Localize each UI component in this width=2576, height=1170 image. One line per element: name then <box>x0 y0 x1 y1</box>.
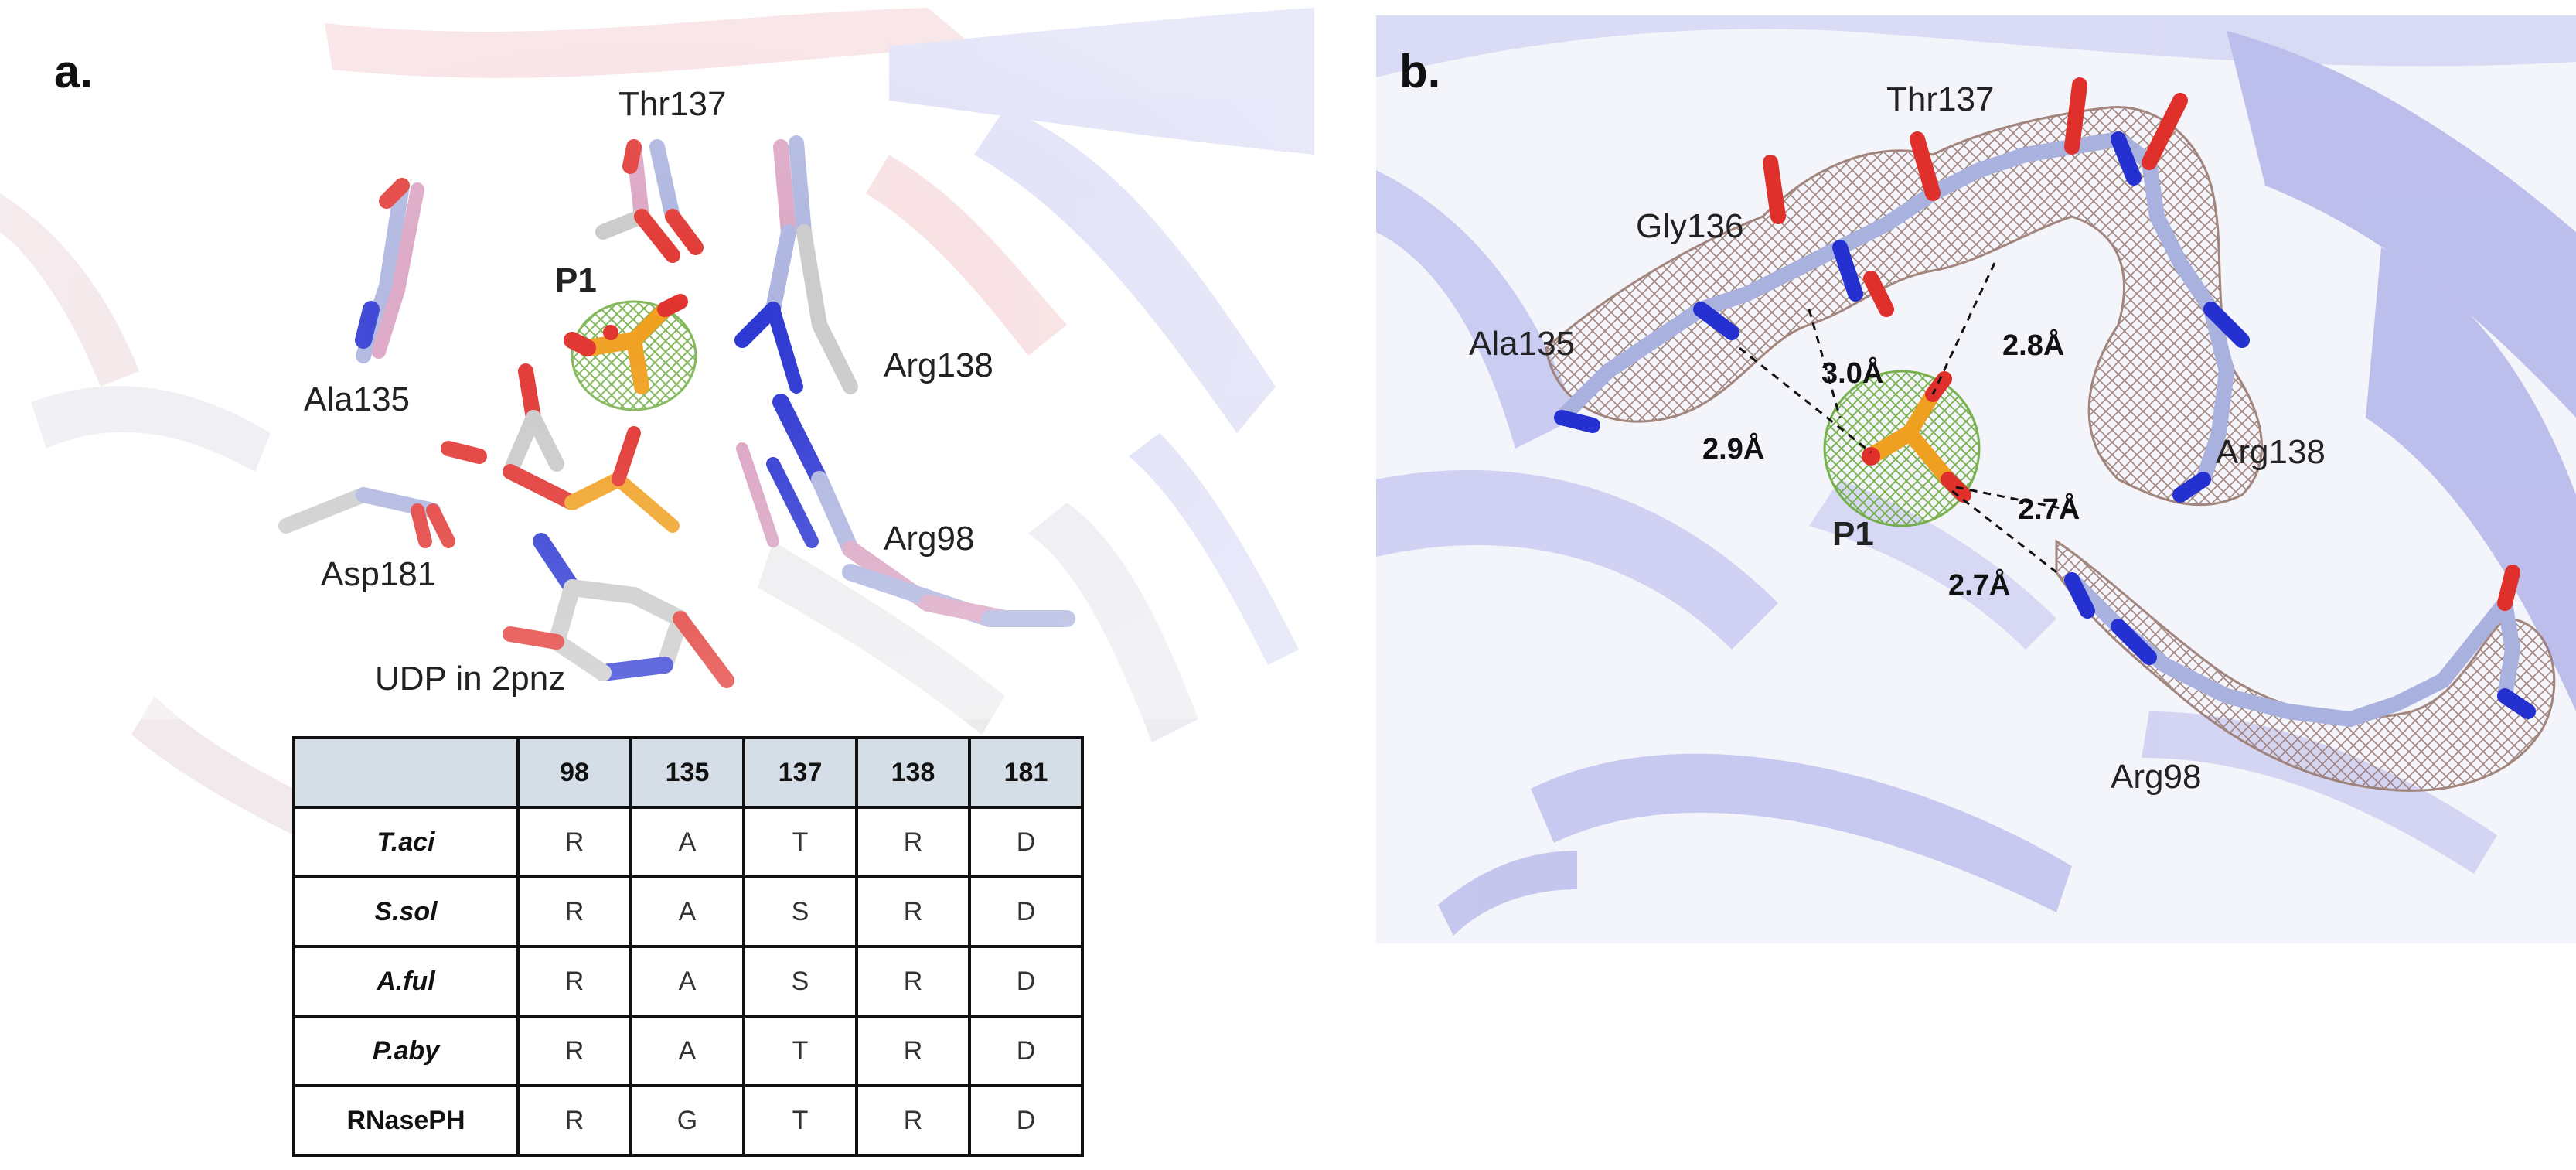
table-cell: R <box>855 1084 971 1157</box>
label-gly136-b: Gly136 <box>1636 207 1744 245</box>
table-row: RNasePH R G T R D <box>292 1084 1084 1157</box>
distance-label: 2.7Å <box>1948 569 2011 602</box>
table-cell: A <box>629 945 745 1018</box>
organism-cell: T.aci <box>292 806 520 878</box>
arg98-sticks-b <box>2064 565 2536 728</box>
table-cell: R <box>516 875 632 948</box>
label-ala135-a: Ala135 <box>304 380 411 418</box>
label-udp-a: UDP in 2pnz <box>375 660 566 698</box>
panel-b: b. Thr137 Gly136 Ala135 Arg138 P1 Arg98 … <box>1376 15 2576 943</box>
table-cell: S <box>742 875 858 948</box>
organism-cell: RNasePH <box>292 1084 520 1157</box>
table-row: S.sol R A S R D <box>292 875 1084 948</box>
distance-label: 3.0Å <box>1821 357 1884 390</box>
table-cell: D <box>968 1015 1084 1087</box>
table-row: P.aby R A T R D <box>292 1015 1084 1087</box>
distance-label: 2.8Å <box>2002 329 2065 362</box>
label-thr137-b: Thr137 <box>1886 80 1995 118</box>
panel-b-structure-render <box>1376 15 2576 943</box>
table-row: A.ful R A S R D <box>292 945 1084 1018</box>
table-cell: R <box>516 806 632 878</box>
table-header-cell: 181 <box>968 736 1084 809</box>
table-cell: D <box>968 875 1084 948</box>
panel-a-structure-render <box>0 0 1314 835</box>
label-arg98-b: Arg98 <box>2111 758 2202 796</box>
table-header-cell: 137 <box>742 736 858 809</box>
panel-a: a. Thr137 P1 Arg138 Ala135 Arg98 Asp181 … <box>0 0 1314 1157</box>
distance-label: 2.7Å <box>2018 493 2080 526</box>
label-arg138-b: Arg138 <box>2216 433 2326 471</box>
organism-cell: S.sol <box>292 875 520 948</box>
label-arg98-a: Arg98 <box>884 520 975 558</box>
label-p1-b: P1 <box>1832 515 1874 553</box>
table-cell: A <box>629 1015 745 1087</box>
table-header-row: 98 135 137 138 181 <box>292 736 1084 809</box>
table-cell: R <box>855 806 971 878</box>
residue-conservation-table: 98 135 137 138 181 T.aci R A T R D S.sol… <box>292 736 1084 1157</box>
table-cell: R <box>516 1015 632 1087</box>
table-cell: D <box>968 806 1084 878</box>
table-header-cell <box>292 736 520 809</box>
p1-phosphate-density-b <box>1823 370 1981 527</box>
table-header-cell: 138 <box>855 736 971 809</box>
table-cell: T <box>742 806 858 878</box>
table-cell: R <box>516 1084 632 1157</box>
label-ala135-b: Ala135 <box>1469 325 1576 363</box>
organism-cell: P.aby <box>292 1015 520 1087</box>
label-p1-a: P1 <box>555 261 597 299</box>
hbond-dashes <box>1739 262 2073 574</box>
table-cell: D <box>968 1084 1084 1157</box>
table-cell: R <box>855 875 971 948</box>
cartoon-ribbons-b <box>1376 15 2576 936</box>
table-header-cell: 98 <box>516 736 632 809</box>
table-cell: R <box>516 945 632 1018</box>
table-cell: A <box>629 875 745 948</box>
panel-a-letter: a. <box>54 46 94 97</box>
label-thr137-a: Thr137 <box>618 85 727 123</box>
backbone-sticks-b <box>1554 77 2250 503</box>
table-cell: S <box>742 945 858 1018</box>
table-row: T.aci R A T R D <box>292 806 1084 878</box>
table-cell: T <box>742 1015 858 1087</box>
table-cell: A <box>629 806 745 878</box>
distance-label: 2.9Å <box>1702 433 1765 466</box>
label-arg138-a: Arg138 <box>884 346 993 384</box>
table-cell: G <box>629 1084 745 1157</box>
table-header-cell: 135 <box>629 736 745 809</box>
label-asp181-a: Asp181 <box>321 555 437 593</box>
table-cell: R <box>855 1015 971 1087</box>
table-cell: D <box>968 945 1084 1018</box>
panel-b-letter: b. <box>1399 46 1441 97</box>
table-cell: R <box>855 945 971 1018</box>
organism-cell: A.ful <box>292 945 520 1018</box>
table-cell: T <box>742 1084 858 1157</box>
